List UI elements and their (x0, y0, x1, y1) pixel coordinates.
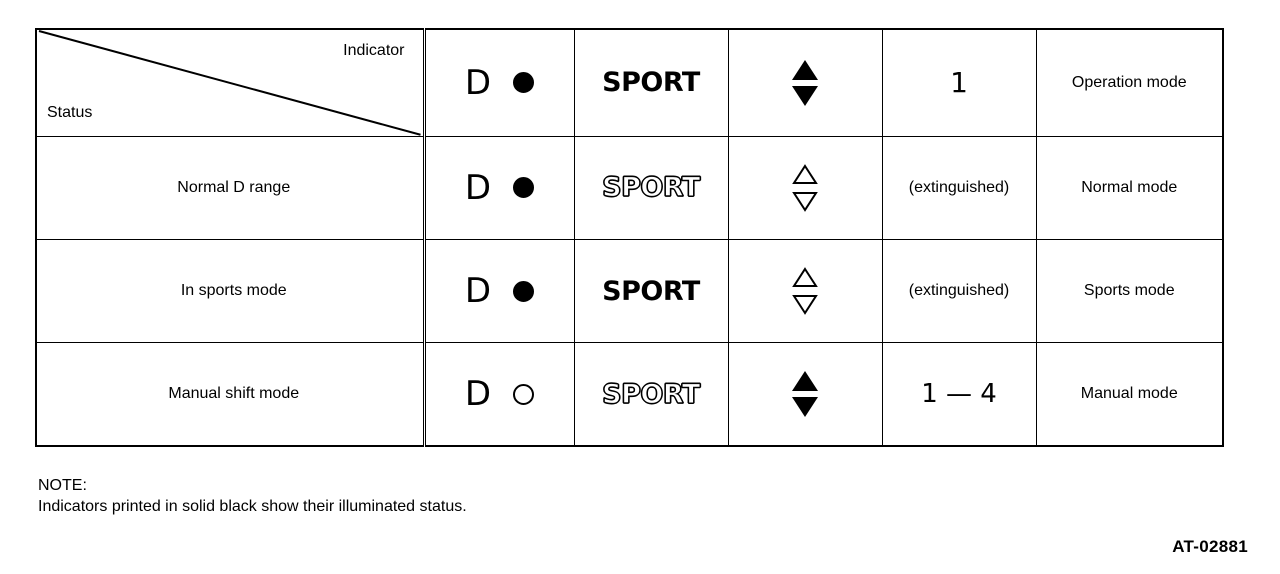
d-indicator-lamp-icon (513, 383, 535, 405)
shift-arrow-pair (729, 267, 882, 315)
triangle-up-icon (792, 267, 818, 288)
status-label: Normal D range (177, 178, 291, 196)
gear-position-value: 1 (950, 65, 968, 99)
d-lamp-group: D (426, 377, 574, 411)
d-lamp-group: D (426, 66, 574, 100)
row-gear-cell: 1 — 4 (881, 342, 1037, 447)
table-header-row: Indicator Status D SPORT 1 Operation mod… (35, 28, 1224, 137)
d-letter: D (464, 62, 492, 103)
sport-indicator-text: SPORT (602, 275, 700, 307)
d-lamp-group: D (426, 274, 574, 308)
header-cell-arrows (727, 28, 883, 137)
note-block: NOTE: Indicators printed in solid black … (38, 475, 467, 517)
row-d-lamp-cell: D (423, 135, 575, 240)
row-sport-cell: SPORT (573, 342, 729, 447)
row-sport-cell: SPORT (573, 135, 729, 240)
status-label: Manual shift mode (168, 385, 300, 403)
shift-arrow-pair (729, 164, 882, 212)
table-row: Manual shift mode D SPORT 1 — 4 Manual m… (35, 342, 1224, 447)
header-indicator-label: Indicator (343, 42, 405, 59)
d-indicator-lamp-icon (513, 177, 535, 199)
sport-indicator-text: SPORT (602, 172, 701, 204)
gear-position-value: 1 — 4 (921, 379, 997, 410)
row-sport-cell: SPORT (573, 238, 729, 344)
gear-position-value: (extinguished) (908, 282, 1010, 300)
row-mode-cell: Manual mode (1035, 342, 1224, 447)
triangle-down-icon (792, 191, 818, 212)
sport-indicator-text: SPORT (602, 378, 701, 410)
operation-mode-header-label: Operation mode (1071, 73, 1187, 91)
row-status-cell: In sports mode (35, 238, 425, 344)
row-gear-cell: (extinguished) (881, 135, 1037, 240)
header-cell-d-lamp: D (423, 28, 575, 137)
row-arrows-cell (727, 238, 883, 344)
row-status-cell: Manual shift mode (35, 342, 425, 447)
figure-id-label: AT-02881 (1172, 537, 1248, 556)
diagonal-divider-line (37, 30, 423, 136)
header-cell-gear: 1 (881, 28, 1037, 137)
triangle-down-icon (792, 397, 818, 418)
status-label: In sports mode (180, 282, 287, 300)
note-title: NOTE: (38, 477, 87, 494)
row-gear-cell: (extinguished) (881, 238, 1037, 344)
d-letter: D (464, 167, 492, 208)
triangle-up-icon (792, 371, 818, 392)
operation-mode-value: Manual mode (1080, 385, 1178, 403)
gear-position-value: (extinguished) (908, 178, 1010, 196)
sport-indicator-text: SPORT (602, 67, 700, 99)
indicator-status-table: Indicator Status D SPORT 1 Operation mod… (35, 28, 1224, 447)
table-row: Normal D range D SPORT (extinguished) (35, 135, 1224, 240)
row-mode-cell: Normal mode (1035, 135, 1224, 240)
header-corner-cell: Indicator Status (35, 28, 425, 137)
header-cell-operation-mode: Operation mode (1035, 28, 1224, 137)
row-d-lamp-cell: D (423, 342, 575, 447)
triangle-up-icon (792, 59, 818, 80)
row-mode-cell: Sports mode (1035, 238, 1224, 344)
row-status-cell: Normal D range (35, 135, 425, 240)
d-indicator-lamp-icon (513, 72, 535, 94)
d-indicator-lamp-icon (513, 280, 535, 302)
triangle-down-icon (792, 85, 818, 106)
triangle-down-icon (792, 295, 818, 315)
header-status-label: Status (47, 103, 93, 121)
header-cell-sport: SPORT (573, 28, 729, 137)
row-arrows-cell (727, 135, 883, 240)
table-row: In sports mode D SPORT (extinguished) (35, 238, 1224, 344)
row-arrows-cell (727, 342, 883, 447)
d-letter: D (464, 374, 492, 415)
d-letter: D (464, 271, 492, 312)
shift-arrow-pair (729, 371, 882, 418)
d-lamp-group: D (426, 171, 574, 205)
triangle-up-icon (792, 164, 818, 184)
operation-mode-value: Sports mode (1083, 282, 1175, 300)
shift-arrow-pair (729, 59, 882, 106)
note-body: Indicators printed in solid black show t… (38, 498, 467, 515)
operation-mode-value: Normal mode (1081, 178, 1178, 196)
row-d-lamp-cell: D (423, 238, 575, 344)
